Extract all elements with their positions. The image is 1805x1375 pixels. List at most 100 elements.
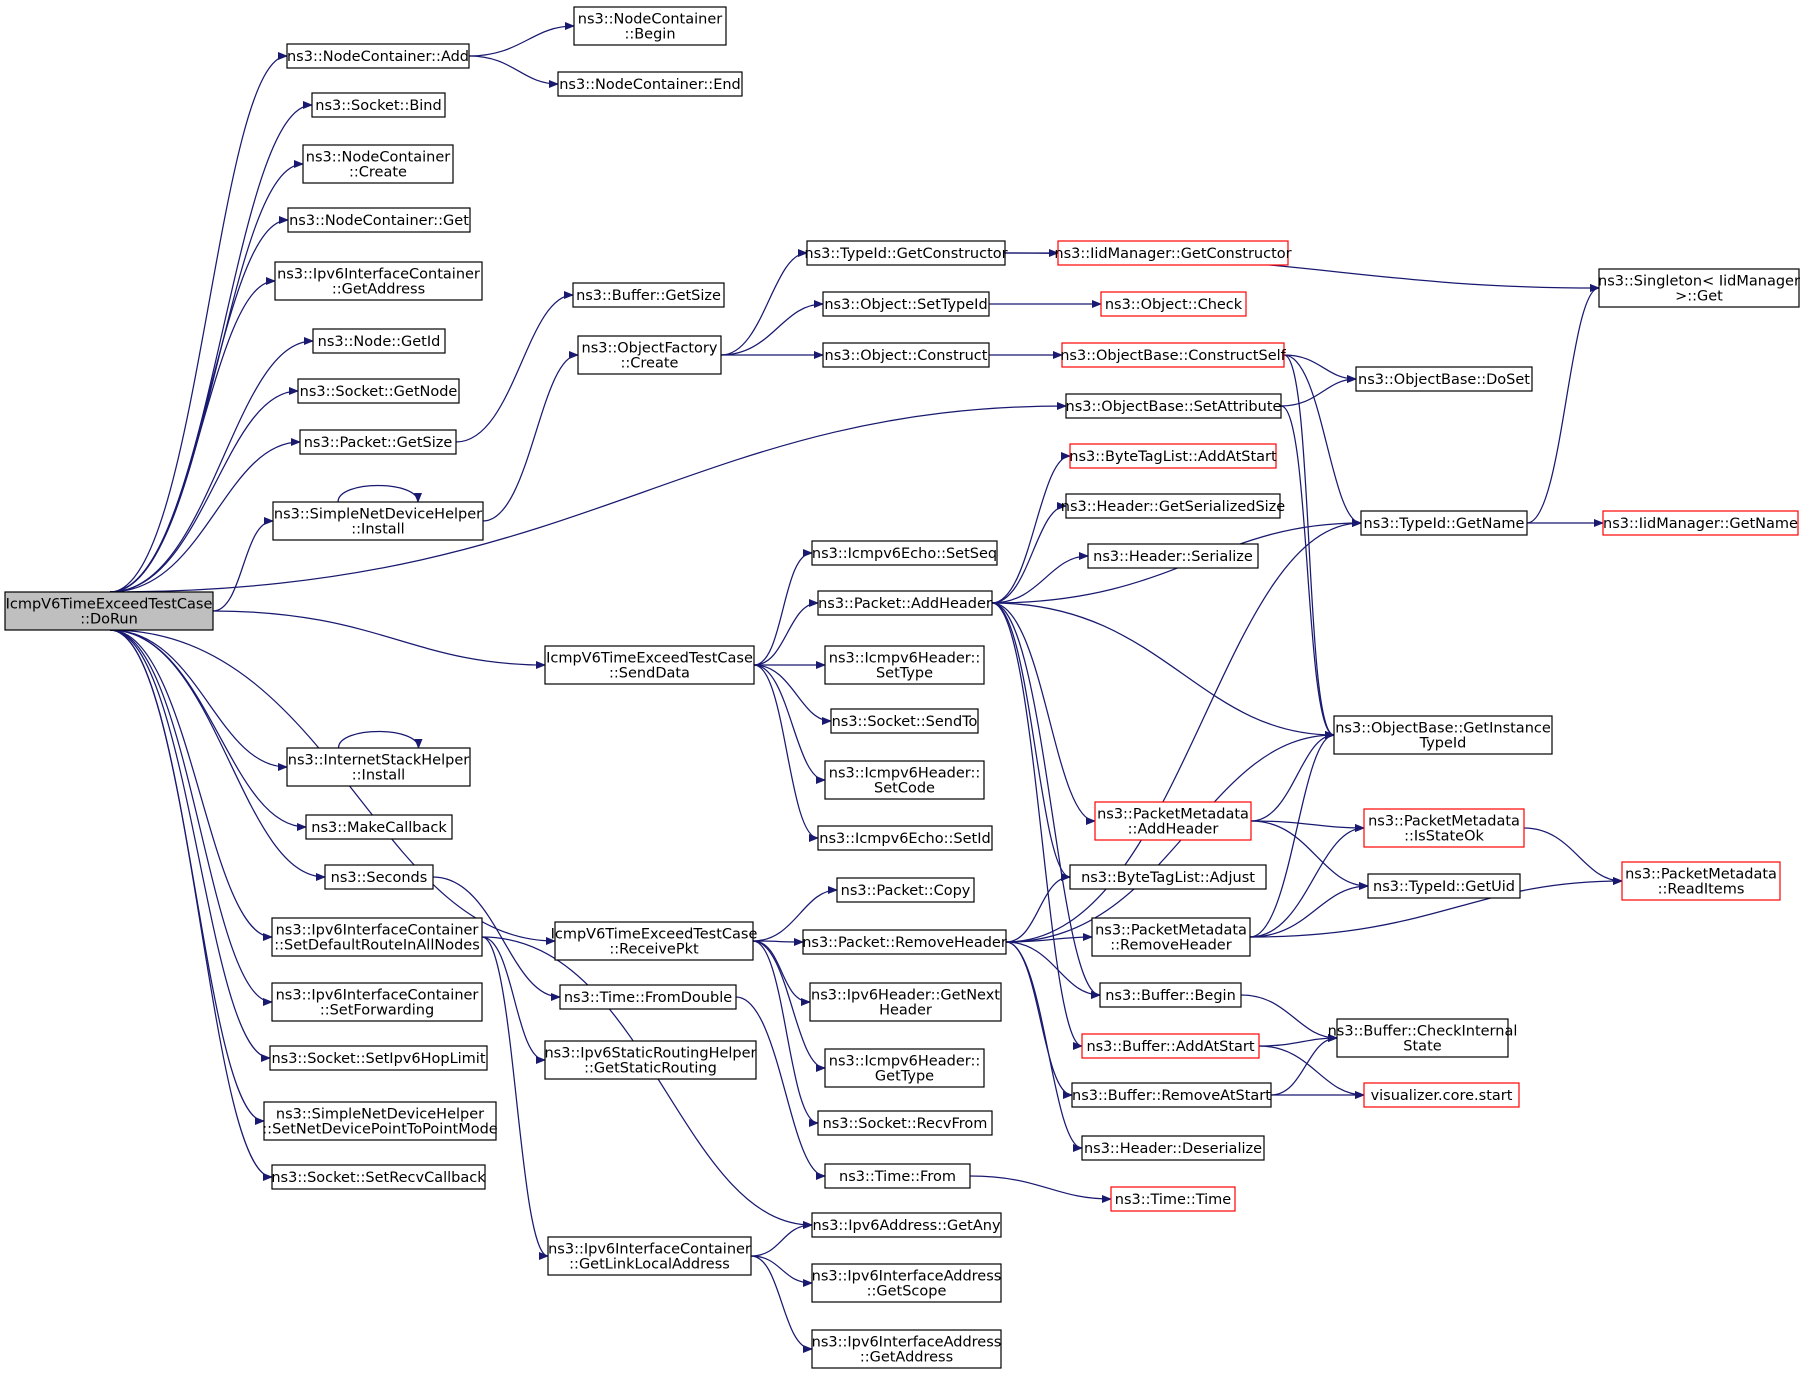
- graph-node-pm-readitems[interactable]: ns3::PacketMetadata::ReadItems: [1621, 861, 1781, 901]
- graph-node-sock-bind[interactable]: ns3::Socket::Bind: [311, 92, 446, 118]
- node-box: [299, 429, 457, 455]
- graph-node-sock-sendto[interactable]: ns3::Socket::SendTo: [830, 708, 979, 734]
- graph-node-nc-begin[interactable]: ns3::NodeContainer::Begin: [573, 6, 727, 46]
- graph-node-buf-begin[interactable]: ns3::Buffer::Begin: [1099, 982, 1242, 1008]
- graph-node-pkt-addheader[interactable]: ns3::Packet::AddHeader: [817, 590, 993, 616]
- graph-node-singleton-get[interactable]: ns3::Singleton< IidManager>::Get: [1598, 268, 1800, 308]
- graph-node-pm-addheader[interactable]: ns3::PacketMetadata::AddHeader: [1094, 801, 1252, 841]
- graph-node-sock-setrecvcb[interactable]: ns3::Socket::SetRecvCallback: [271, 1164, 486, 1190]
- edge-pm-removeheader-to-tid-getuid: [1249, 882, 1369, 938]
- graph-node-ipv6ia-getscope[interactable]: ns3::Ipv6InterfaceAddress::GetScope: [811, 1263, 1002, 1303]
- node-label-line: ::GetScope: [867, 1284, 947, 1300]
- graph-node-pm-removeheader[interactable]: ns3::PacketMetadata::RemoveHeader: [1091, 917, 1251, 957]
- graph-node-pkt-copy[interactable]: ns3::Packet::Copy: [836, 877, 975, 903]
- edge-receivepkt-to-pkt-removeheader: [752, 937, 804, 946]
- node-label-line: ns3::Socket::SetIpv6HopLimit: [271, 1051, 485, 1067]
- graph-node-iid-getname[interactable]: ns3::IidManager::GetName: [1602, 510, 1799, 536]
- node-box: [1065, 493, 1281, 519]
- node-label-line: ns3::NodeContainer: [306, 150, 450, 166]
- graph-node-hdr-getsersize[interactable]: ns3::Header::GetSerializedSize: [1061, 493, 1286, 519]
- graph-node-sndh-install[interactable]: ns3::SimpleNetDeviceHelper::Install: [272, 501, 484, 541]
- node-box: [811, 1212, 1002, 1238]
- node-label-line: ns3::Ipv6InterfaceContainer: [276, 988, 479, 1004]
- edge-pkt-addheader-to-btl-adjust: [991, 602, 1071, 881]
- graph-node-ipv6ic-getlinklocal[interactable]: ns3::Ipv6InterfaceContainer::GetLinkLoca…: [547, 1236, 752, 1276]
- graph-node-pkt-getsize[interactable]: ns3::Packet::GetSize: [299, 429, 457, 455]
- graph-node-obj-check[interactable]: ns3::Object::Check: [1100, 291, 1247, 317]
- graph-node-sock-recvfrom[interactable]: ns3::Socket::RecvFrom: [817, 1110, 993, 1136]
- edge-root-to-ish-install: [109, 629, 288, 771]
- graph-node-ipv6ia-getaddr[interactable]: ns3::Ipv6InterfaceAddress::GetAddress: [811, 1329, 1002, 1369]
- graph-node-pm-isstateok[interactable]: ns3::PacketMetadata::IsStateOk: [1363, 808, 1525, 848]
- graph-node-root[interactable]: IcmpV6TimeExceedTestCase::DoRun: [4, 591, 214, 631]
- graph-node-icmph-setcode[interactable]: ns3::Icmpv6Header::SetCode: [824, 760, 985, 800]
- graph-node-btl-addatstart[interactable]: ns3::ByteTagList::AddAtStart: [1069, 443, 1277, 469]
- graph-node-buf-getsize[interactable]: ns3::Buffer::GetSize: [572, 282, 725, 308]
- node-label-line: ns3::TypeId::GetConstructor: [804, 246, 1007, 262]
- graph-node-nc-get[interactable]: ns3::NodeContainer::Get: [287, 207, 471, 233]
- graph-node-nc-add[interactable]: ns3::NodeContainer::Add: [286, 43, 470, 69]
- graph-node-tid-getname[interactable]: ns3::TypeId::GetName: [1360, 510, 1528, 536]
- edge-root-to-sock-sethoplimit: [109, 629, 271, 1062]
- graph-node-icmph-settype[interactable]: ns3::Icmpv6Header::SetType: [824, 645, 985, 685]
- graph-node-ob-constructself[interactable]: ns3::ObjectBase::ConstructSelf: [1060, 342, 1287, 368]
- node-label-line: ns3::MakeCallback: [311, 820, 447, 836]
- graph-node-echo-setid[interactable]: ns3::Icmpv6Echo::SetId: [817, 825, 993, 851]
- graph-node-receivepkt[interactable]: IcmpV6TimeExceedTestCase::ReceivePkt: [551, 921, 758, 961]
- graph-node-time-fromdouble[interactable]: ns3::Time::FromDouble: [559, 984, 737, 1010]
- graph-node-ipv6ic-setfwd[interactable]: ns3::Ipv6InterfaceContainer::SetForwardi…: [271, 982, 483, 1022]
- edge-pkt-addheader-to-buf-begin: [991, 602, 1101, 999]
- graph-node-nc-end[interactable]: ns3::NodeContainer::End: [557, 71, 743, 97]
- graph-node-pkt-removeheader[interactable]: ns3::Packet::RemoveHeader: [802, 929, 1007, 955]
- graph-node-obj-settypeid[interactable]: ns3::Object::SetTypeId: [822, 291, 990, 317]
- graph-node-ish-install[interactable]: ns3::InternetStackHelper::Install: [286, 747, 471, 787]
- graph-node-ob-doset[interactable]: ns3::ObjectBase::DoSet: [1355, 366, 1533, 392]
- graph-node-iid-getctor[interactable]: ns3::IidManager::GetConstructor: [1054, 240, 1292, 266]
- node-box: [824, 1163, 971, 1189]
- graph-node-ipv6ic-setdefroute[interactable]: ns3::Ipv6InterfaceContainer::SetDefaultR…: [271, 917, 483, 957]
- graph-node-seconds[interactable]: ns3::Seconds: [324, 864, 434, 890]
- graph-node-sock-sethoplimit[interactable]: ns3::Socket::SetIpv6HopLimit: [269, 1045, 488, 1071]
- graph-node-of-create[interactable]: ns3::ObjectFactory::Create: [577, 335, 722, 375]
- edge-pkt-removeheader-to-btl-adjust: [1005, 873, 1071, 943]
- graph-node-time-from[interactable]: ns3::Time::From: [824, 1163, 971, 1189]
- node-box: [817, 1110, 993, 1136]
- graph-node-senddata[interactable]: IcmpV6TimeExceedTestCase::SendData: [544, 645, 755, 685]
- node-box: [1069, 443, 1277, 469]
- node-label-line: ::GetAddress: [860, 1350, 953, 1366]
- edge-root-to-senddata: [212, 610, 546, 669]
- graph-node-make-callback[interactable]: ns3::MakeCallback: [305, 814, 453, 840]
- node-box: [1333, 715, 1553, 755]
- node-box: [554, 921, 754, 961]
- graph-node-tid-getuid[interactable]: ns3::TypeId::GetUid: [1367, 873, 1521, 899]
- edge-pm-addheader-to-pm-isstateok: [1250, 820, 1365, 832]
- graph-node-sndh-setp2p[interactable]: ns3::SimpleNetDeviceHelper::SetNetDevice…: [262, 1101, 498, 1141]
- graph-node-ipv6srh-getstatic[interactable]: ns3::Ipv6StaticRoutingHelper::GetStaticR…: [544, 1040, 757, 1080]
- edge-ipv6ic-setdefroute-to-ipv6ic-getlinklocal: [481, 936, 549, 1260]
- graph-node-sock-getnode[interactable]: ns3::Socket::GetNode: [297, 378, 460, 404]
- edge-root-to-sndh-install: [212, 517, 274, 612]
- graph-node-buf-addatstart[interactable]: ns3::Buffer::AddAtStart: [1081, 1033, 1260, 1059]
- graph-node-viz-start[interactable]: visualizer.core.start: [1363, 1082, 1520, 1108]
- graph-node-buf-removeatstart[interactable]: ns3::Buffer::RemoveAtStart: [1071, 1082, 1272, 1108]
- graph-node-hdr-deserialize[interactable]: ns3::Header::Deserialize: [1081, 1135, 1265, 1161]
- edge-pkt-removeheader-to-hdr-deserialize: [1005, 941, 1083, 1152]
- graph-node-ipv6addr-getany[interactable]: ns3::Ipv6Address::GetAny: [811, 1212, 1002, 1238]
- graph-node-nc-create[interactable]: ns3::NodeContainer::Create: [302, 144, 454, 184]
- graph-node-tid-getctor[interactable]: ns3::TypeId::GetConstructor: [804, 240, 1008, 266]
- graph-node-icmph-gettype[interactable]: ns3::Icmpv6Header::GetType: [824, 1048, 985, 1088]
- node-box: [272, 501, 484, 541]
- graph-node-time-time[interactable]: ns3::Time::Time: [1110, 1186, 1236, 1212]
- graph-node-btl-adjust[interactable]: ns3::ByteTagList::Adjust: [1069, 864, 1267, 890]
- graph-node-echo-setseq[interactable]: ns3::Icmpv6Echo::SetSeq: [811, 540, 998, 566]
- node-label-line: ns3::Ipv6InterfaceContainer: [548, 1242, 751, 1258]
- edge-ob-setattr-to-ob-getinsttid: [1280, 405, 1335, 739]
- graph-node-node-getid[interactable]: ns3::Node::GetId: [312, 328, 446, 354]
- graph-node-ob-setattr[interactable]: ns3::ObjectBase::SetAttribute: [1065, 393, 1282, 419]
- graph-node-ipv6ic-getaddr[interactable]: ns3::Ipv6InterfaceContainer::GetAddress: [274, 261, 483, 301]
- graph-node-obj-construct[interactable]: ns3::Object::Construct: [822, 342, 990, 368]
- graph-node-hdr-serialize[interactable]: ns3::Header::Serialize: [1087, 543, 1259, 569]
